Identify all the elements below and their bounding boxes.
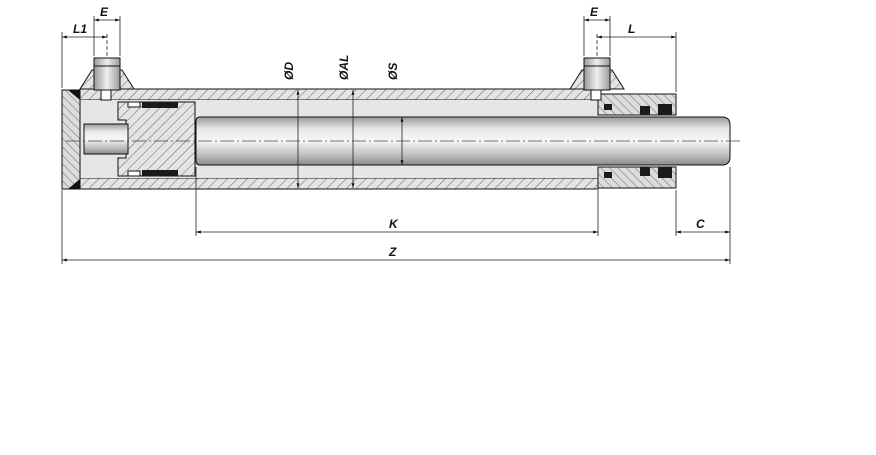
gland-seal-2 <box>658 104 672 115</box>
label-e-left: E <box>100 5 109 19</box>
piston-seal-bottom <box>142 170 178 176</box>
gland-seal-3 <box>640 167 650 176</box>
port-right-hole <box>590 89 602 101</box>
gland-seal-1 <box>640 106 650 115</box>
barrel-upper-wall <box>79 88 599 101</box>
label-al: ØAL <box>337 55 351 80</box>
end-cap <box>61 89 81 190</box>
label-l1: L1 <box>73 22 87 36</box>
label-k: K <box>389 217 399 231</box>
end-cap-weld-bottom <box>68 179 80 189</box>
label-l: L <box>628 22 635 36</box>
piston <box>117 101 196 177</box>
piston-seal-top <box>142 102 178 108</box>
label-s: ØS <box>386 63 400 80</box>
gland-oring-top <box>604 104 612 110</box>
port-left <box>93 57 121 91</box>
barrel-lower-wall <box>79 177 599 190</box>
rod-threaded-end <box>83 123 129 155</box>
end-cap-weld-top <box>68 90 80 100</box>
gland <box>597 93 677 116</box>
label-d: ØD <box>282 62 296 80</box>
port-left-hole <box>100 89 112 101</box>
gland-oring-bottom <box>604 172 612 178</box>
port-right <box>583 57 611 91</box>
piston-guide-bottom <box>127 170 141 177</box>
label-c: C <box>696 217 705 231</box>
label-e-right: E <box>590 5 599 19</box>
piston-guide-top <box>127 101 141 108</box>
label-z: Z <box>388 245 397 259</box>
gland-seal-4 <box>658 167 672 178</box>
